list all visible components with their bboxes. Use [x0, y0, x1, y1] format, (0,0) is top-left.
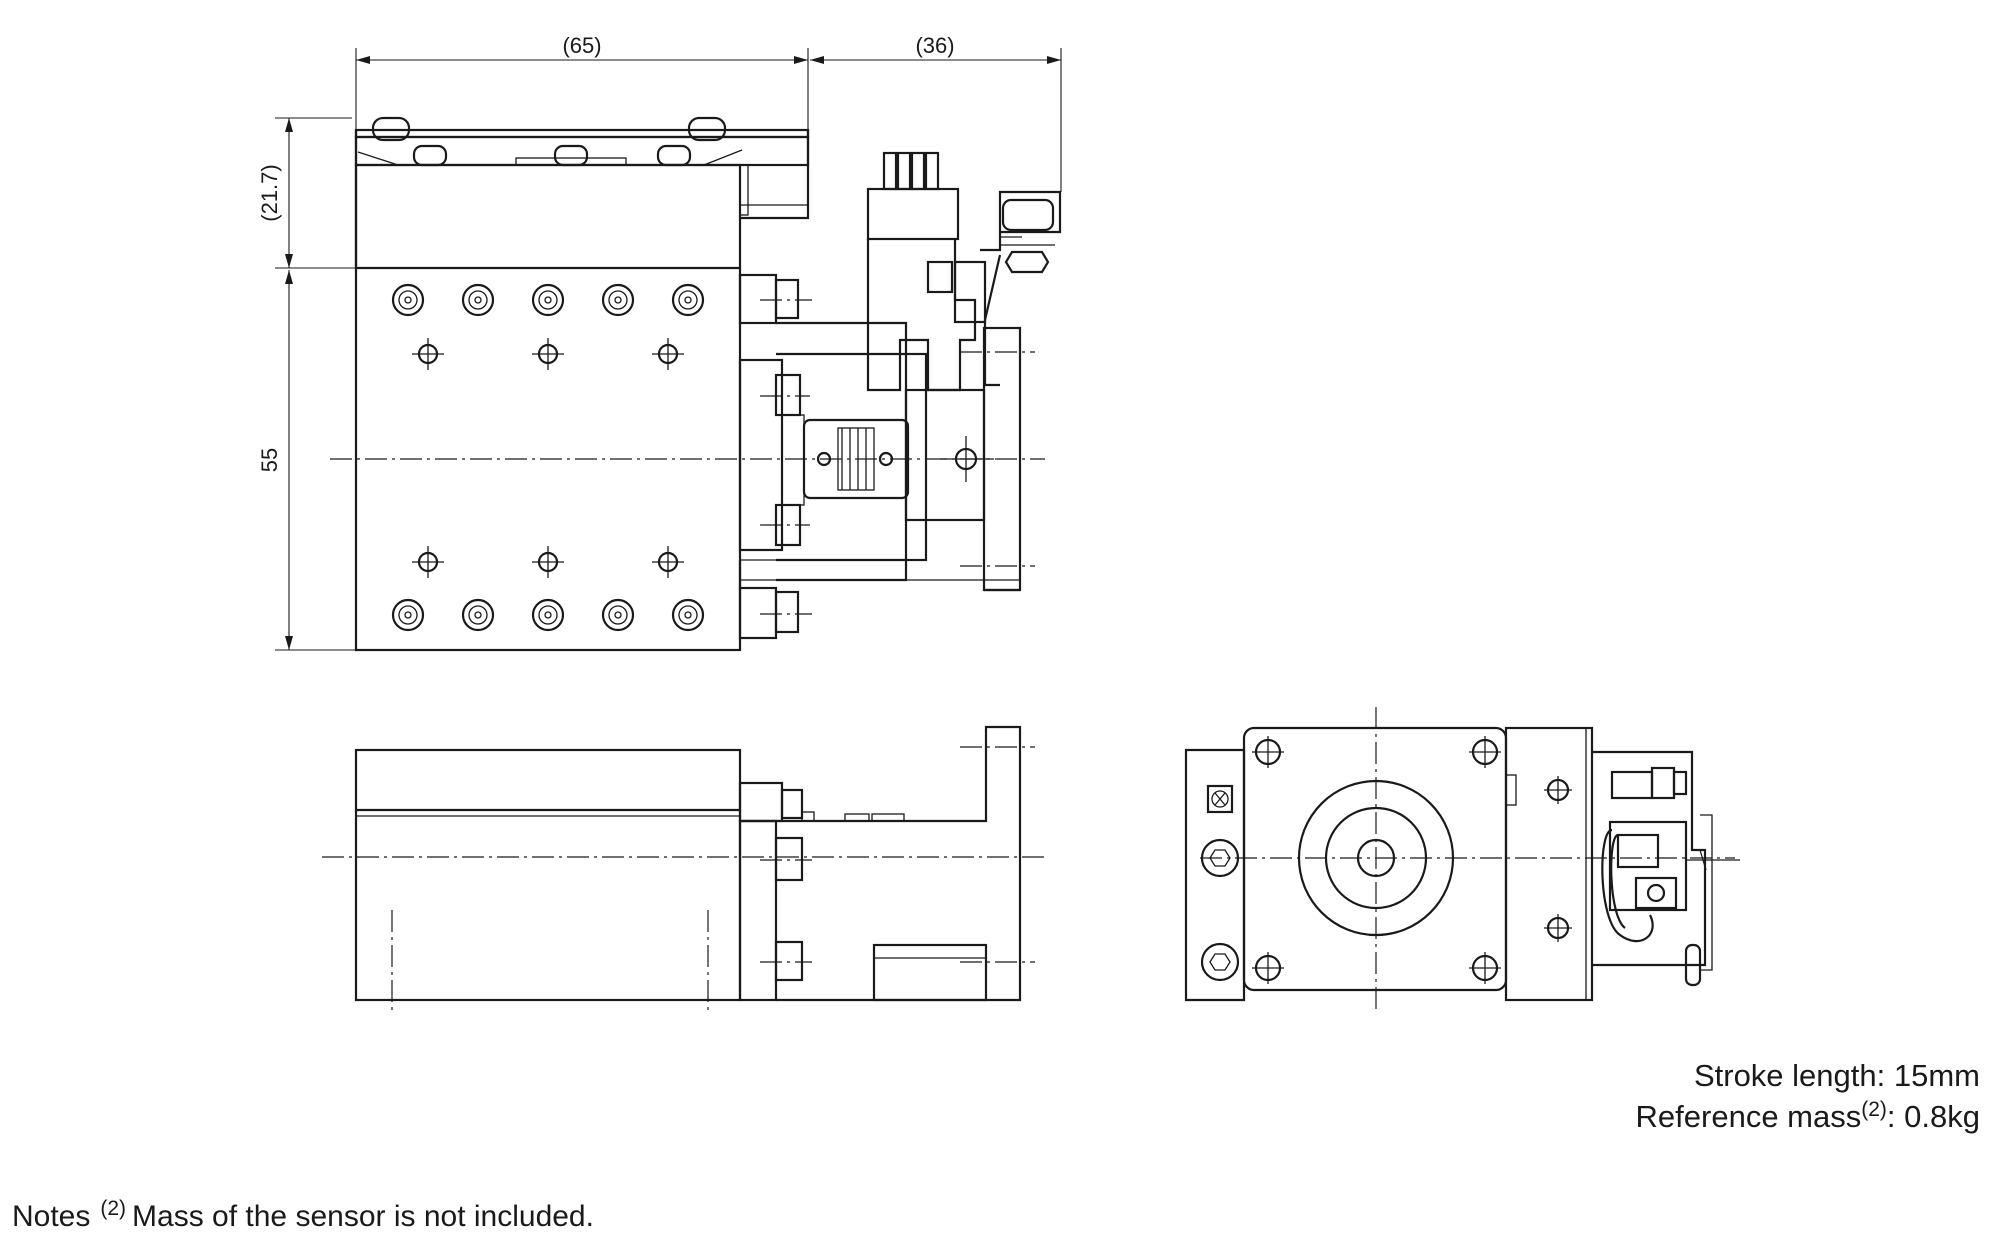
end-view: [1184, 707, 1740, 1012]
dimension-label-36: (36): [915, 33, 954, 58]
shaft-coupling: [802, 418, 910, 500]
notes-line: Notes (2)Mass of the sensor is not includ…: [12, 1198, 594, 1232]
reference-mass-label: Reference mass: [1635, 1099, 1862, 1134]
dimension-label-65: (65): [562, 33, 601, 58]
counterbore-holes-top-row: [391, 283, 705, 317]
dimension-motor-width: (36): [810, 33, 1062, 192]
stroke-length-line: Stroke length: 15mm: [1693, 1058, 1980, 1093]
notes-ref: (2): [100, 1197, 127, 1220]
reference-mass-note-ref: (2): [1861, 1098, 1887, 1121]
notes-heading: Notes: [12, 1200, 91, 1233]
reference-mass-line: Reference mass(2): 0.8kg: [1635, 1098, 1980, 1134]
dimension-table-height: 55: [257, 270, 356, 651]
dimension-label-21-7: (21.7): [257, 164, 282, 221]
dimension-upper-height: (21.7): [257, 117, 356, 269]
notes-text: Mass of the sensor is not included.: [132, 1200, 594, 1233]
dimension-label-55: 55: [257, 448, 282, 472]
reference-mass-value: 0.8kg: [1904, 1099, 1980, 1134]
side-view: [322, 725, 1045, 1013]
dimension-overall-width: (65): [355, 33, 809, 133]
stroke-length-label: Stroke length: [1693, 1058, 1877, 1093]
tapped-holes-bottom-row: [412, 546, 684, 578]
stroke-length-value: 15mm: [1893, 1058, 1980, 1093]
counterbore-holes-bottom-row: [391, 598, 705, 632]
limit-sensor-top-view: [866, 151, 1062, 392]
limit-sensor-end-view: [1592, 750, 1740, 987]
top-view: (65) (36) (21.7) 55: [257, 33, 1062, 652]
tapped-holes-top-row: [412, 338, 684, 370]
